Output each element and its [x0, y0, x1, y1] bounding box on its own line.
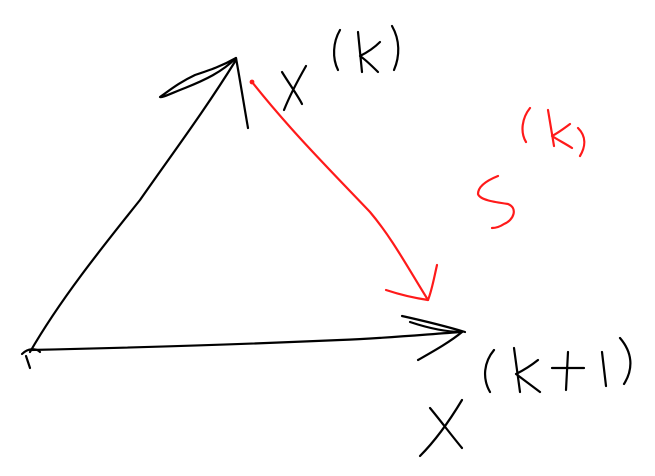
xk-x: [280, 64, 308, 112]
edge-origin-to-xk: [28, 58, 238, 354]
xk-close-paren: [390, 24, 400, 72]
step-arrow-shaft: [250, 80, 430, 302]
sk-k: [546, 108, 574, 150]
sk-s: [476, 174, 515, 230]
step-arrow: [250, 80, 439, 302]
label-sk-strokes: [476, 106, 586, 230]
xk1-close-paren: [618, 336, 632, 386]
sk-open-paren: [521, 106, 532, 144]
arrowhead-right: [400, 314, 467, 362]
xk1-one: [600, 350, 608, 388]
label-xk1-strokes: [418, 336, 632, 458]
arrowhead-top-tail: [234, 56, 250, 130]
triangle-lines: [20, 56, 467, 370]
sk-close-paren: [576, 126, 586, 158]
step-arrow-start-dot: [249, 79, 255, 85]
xk1-plus: [550, 350, 586, 392]
xk1-open-paren: [484, 348, 496, 394]
label-xk-strokes: [280, 24, 400, 112]
xk-k: [356, 30, 382, 74]
step-arrow-head: [384, 263, 439, 302]
xk1-x: [418, 398, 464, 458]
edge-origin-to-xk1: [28, 330, 464, 352]
xk1-k: [512, 346, 542, 394]
xk-open-paren: [333, 28, 342, 72]
origin-mark: [20, 348, 42, 370]
